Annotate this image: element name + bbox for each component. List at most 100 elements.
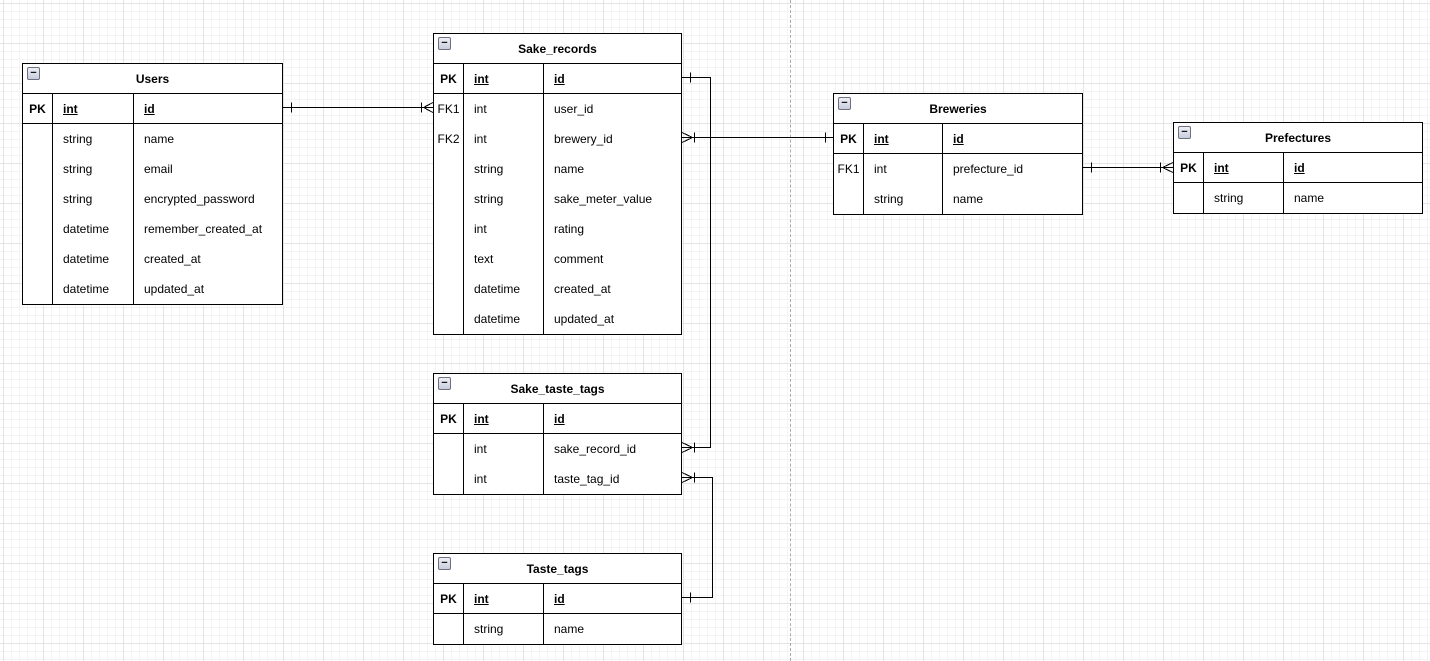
field-key: PK <box>434 404 464 433</box>
connector-users-to-sake-records[interactable] <box>283 102 434 113</box>
page-boundary-divider <box>790 0 791 661</box>
field-key <box>434 184 464 214</box>
field-type: string <box>464 154 544 184</box>
minus-glyph: − <box>30 66 37 79</box>
entity-title: Taste_tags <box>526 561 589 576</box>
field-row: datetime remember_created_at <box>23 214 282 244</box>
field-key <box>1174 183 1204 213</box>
entity-taste-tags-header[interactable]: − Taste_tags <box>434 554 681 584</box>
entity-sake-records-header[interactable]: − Sake_records <box>434 34 681 64</box>
field-name: updated_at <box>144 282 205 296</box>
entity-breweries-header[interactable]: − Breweries <box>834 94 1082 124</box>
field-key: PK <box>434 64 464 93</box>
field-name: updated_at <box>554 312 615 326</box>
minus-glyph: − <box>1181 125 1188 138</box>
connector-taste-tags-to-sake-taste-tags[interactable] <box>681 472 713 603</box>
field-name: name <box>1294 191 1325 205</box>
field-type: int <box>464 94 544 124</box>
field-row: datetime updated_at <box>434 304 681 334</box>
field-key <box>23 244 53 274</box>
field-key: PK <box>434 584 464 613</box>
field-name: id <box>554 71 565 86</box>
field-type: int <box>864 154 943 184</box>
field-key: PK <box>23 94 53 123</box>
entity-title: Sake_records <box>518 41 597 56</box>
collapse-icon[interactable]: − <box>438 557 451 570</box>
field-key: FK1 <box>434 94 464 124</box>
field-row: string sake_meter_value <box>434 184 681 214</box>
field-name: remember_created_at <box>144 222 263 236</box>
field-key <box>434 274 464 304</box>
entity-prefectures-header[interactable]: − Prefectures <box>1174 123 1422 153</box>
field-name: sake_meter_value <box>554 192 653 206</box>
field-type: datetime <box>464 274 544 304</box>
field-name: user_id <box>554 102 594 116</box>
collapse-icon[interactable]: − <box>27 67 40 80</box>
minus-glyph: − <box>441 36 448 49</box>
collapse-icon[interactable]: − <box>1178 126 1191 139</box>
connector-sake-records-to-breweries[interactable] <box>681 132 833 143</box>
field-type: text <box>464 244 544 274</box>
field-type: string <box>464 184 544 214</box>
collapse-icon[interactable]: − <box>838 97 851 110</box>
collapse-icon[interactable]: − <box>438 37 451 50</box>
entity-title: Prefectures <box>1264 130 1332 145</box>
field-name: id <box>554 411 565 426</box>
field-type: int <box>1204 153 1284 182</box>
field-type: datetime <box>53 214 134 244</box>
collapse-icon[interactable]: − <box>438 377 451 390</box>
connector-sake-records-to-sake-taste-tags[interactable] <box>681 72 711 453</box>
field-type: datetime <box>464 304 544 334</box>
field-name: email <box>144 162 173 176</box>
field-row: int rating <box>434 214 681 244</box>
field-name: id <box>554 591 565 606</box>
field-key <box>23 214 53 244</box>
field-name: brewery_id <box>554 132 613 146</box>
field-name: sake_record_id <box>554 442 637 456</box>
field-name: taste_tag_id <box>554 472 620 486</box>
field-key <box>23 124 53 154</box>
field-name: created_at <box>554 282 611 296</box>
field-type: int <box>464 404 544 433</box>
field-name: id <box>144 101 155 116</box>
field-name: name <box>144 132 175 146</box>
field-type: string <box>53 124 134 154</box>
field-key: PK <box>1174 153 1204 182</box>
field-name: name <box>554 162 585 176</box>
field-key <box>23 274 53 304</box>
connector-breweries-to-prefectures[interactable] <box>1083 162 1174 173</box>
field-key <box>434 614 464 644</box>
field-name: id <box>1294 160 1305 175</box>
field-type: int <box>464 214 544 244</box>
entity-users-header[interactable]: − Users <box>23 64 282 94</box>
entity-sake-taste-tags-header[interactable]: − Sake_taste_tags <box>434 374 681 404</box>
field-name: rating <box>554 222 585 236</box>
field-name: id <box>953 131 964 146</box>
field-type: int <box>464 64 544 93</box>
field-name: name <box>554 622 585 636</box>
field-name: created_at <box>144 252 201 266</box>
